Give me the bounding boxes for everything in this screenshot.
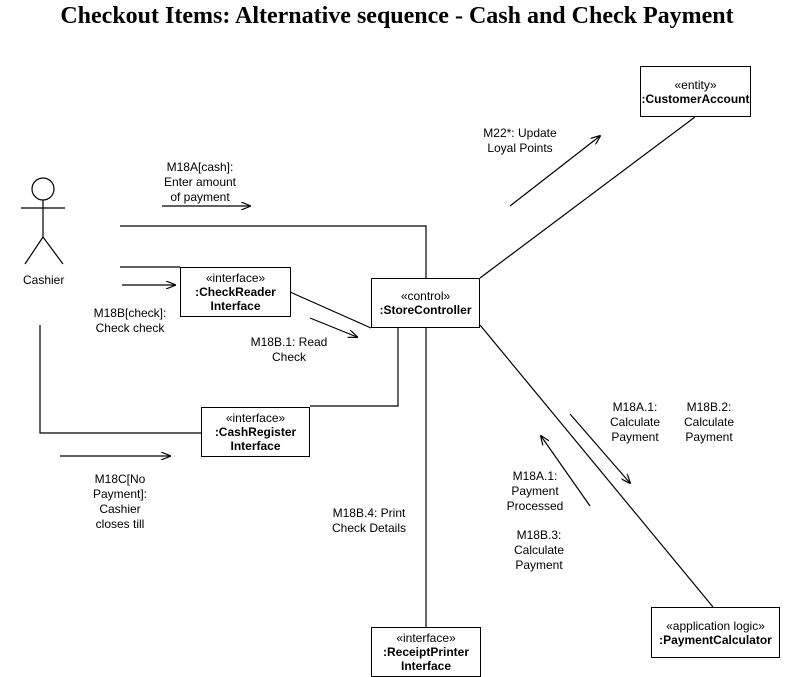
message-m18a1-calculate-line-2: Calculate xyxy=(609,415,661,429)
store-controller-stereotype: «control» xyxy=(400,289,451,303)
message-m18a1-processed-label: M18A.1: Payment Processed xyxy=(498,469,572,514)
cash-register-stereotype: «interface» xyxy=(225,411,286,425)
message-m18c-line-1: M18C[No xyxy=(94,472,146,486)
message-m18a1-processed-line-2: Payment xyxy=(511,484,559,498)
message-m18b3-line-2: Calculate xyxy=(513,543,565,557)
message-m18a1-calculate-line-1: M18A.1: xyxy=(612,400,658,414)
check-reader-name-line-1: :CheckReader xyxy=(195,285,276,299)
store-controller-box: «control» :StoreController xyxy=(371,278,480,328)
message-m18b2-line-1: M18B.2: xyxy=(686,400,732,414)
payment-calculator-box: «application logic» :PaymentCalculator xyxy=(651,607,780,658)
message-m18b3-line-1: M18B.3: xyxy=(516,528,562,542)
arrow-m18b1-read-check xyxy=(309,317,357,337)
customer-account-stereotype: «entity» xyxy=(674,77,717,92)
message-m18c-label: M18C[No Payment]: Cashier closes till xyxy=(80,472,160,532)
message-m18c-line-4: closes till xyxy=(95,517,145,531)
message-m18a1-processed-line-1: M18A.1: xyxy=(512,469,558,483)
message-m22-line-1: M22*: Update xyxy=(483,126,557,140)
store-controller-name: :StoreController xyxy=(379,303,472,317)
payment-calculator-stereotype: «application logic» xyxy=(666,618,765,633)
receipt-printer-stereotype: «interface» xyxy=(396,631,456,645)
link-controller-cashregister xyxy=(310,328,399,407)
message-m18b2-line-2: Calculate xyxy=(683,415,735,429)
message-m18b-check-label: M18B[check]: Check check xyxy=(85,306,175,336)
link-controller-paymentcalculator xyxy=(479,324,714,608)
message-m18b4-line-2: Check Details xyxy=(331,521,407,535)
message-m18b1-line-1: M18B.1: Read xyxy=(250,335,328,349)
message-m22-line-2: Loyal Points xyxy=(487,141,553,155)
message-m18b1-label: M18B.1: Read Check xyxy=(243,335,335,365)
cash-register-name-line-1: :CashRegister xyxy=(214,425,297,439)
message-m18b4-label: M18B.4: Print Check Details xyxy=(324,506,414,536)
message-m18b3-label: M18B.3: Calculate Payment xyxy=(502,528,576,573)
cash-register-name-line-2: Interface xyxy=(230,439,281,453)
payment-calculator-name: :PaymentCalculator xyxy=(659,632,772,647)
message-m18b1-line-2: Check xyxy=(271,350,306,364)
message-m18c-line-3: Cashier xyxy=(99,502,141,516)
link-controller-customeraccount xyxy=(479,116,696,279)
customer-account-box: «entity» :CustomerAccount xyxy=(640,66,751,117)
message-m18a1-calculate-line-3: Payment xyxy=(611,430,659,444)
message-m18b2-label: M18B.2: Calculate Payment xyxy=(673,400,745,445)
check-reader-name-line-2: Interface xyxy=(210,299,261,313)
message-m18a-cash-line-2: Enter amount xyxy=(163,175,237,189)
check-reader-stereotype: «interface» xyxy=(205,271,266,285)
arrow-m22-update-loyal-points xyxy=(509,136,600,207)
message-m18b-check-line-2: Check check xyxy=(95,321,165,335)
message-m18a-cash-line-1: M18A[cash]: xyxy=(166,160,234,174)
receipt-printer-box: «interface» :ReceiptPrinter Interface xyxy=(371,627,481,677)
message-m18b2-line-3: Payment xyxy=(685,430,733,444)
link-cashier-controller xyxy=(120,225,427,278)
arrow-m18a1-payment-processed xyxy=(541,436,591,507)
customer-account-name: :CustomerAccount xyxy=(641,91,750,106)
check-reader-box: «interface» :CheckReader Interface xyxy=(180,267,291,317)
message-m18b4-line-1: M18B.4: Print xyxy=(332,506,406,520)
cashier-actor-label: Cashier xyxy=(23,273,65,287)
message-m18a1-calculate-label: M18A.1: Calculate Payment xyxy=(599,400,671,445)
message-m18b3-line-3: Payment xyxy=(515,558,563,572)
link-cashier-cashregister xyxy=(39,325,201,434)
receipt-printer-name-line-1: :ReceiptPrinter xyxy=(382,645,470,659)
message-m18c-line-2: Payment]: xyxy=(92,487,148,501)
message-m18b-check-line-1: M18B[check]: xyxy=(93,306,167,320)
cashier-actor-figure xyxy=(21,177,65,265)
receipt-printer-name-line-2: Interface xyxy=(400,659,452,673)
diagram-title: Checkout Items: Alternative sequence - C… xyxy=(60,3,734,29)
arrow-m18a1-calculate-payment xyxy=(569,413,630,483)
cash-register-box: «interface» :CashRegister Interface xyxy=(201,407,310,457)
message-m22-label: M22*: Update Loyal Points xyxy=(474,126,566,156)
link-checkreader-controller xyxy=(289,291,372,329)
message-m18a1-processed-line-3: Processed xyxy=(506,499,564,513)
message-m18a-cash-label: M18A[cash]: Enter amount of payment xyxy=(152,160,248,205)
message-m18a-cash-line-3: of payment xyxy=(170,190,230,204)
